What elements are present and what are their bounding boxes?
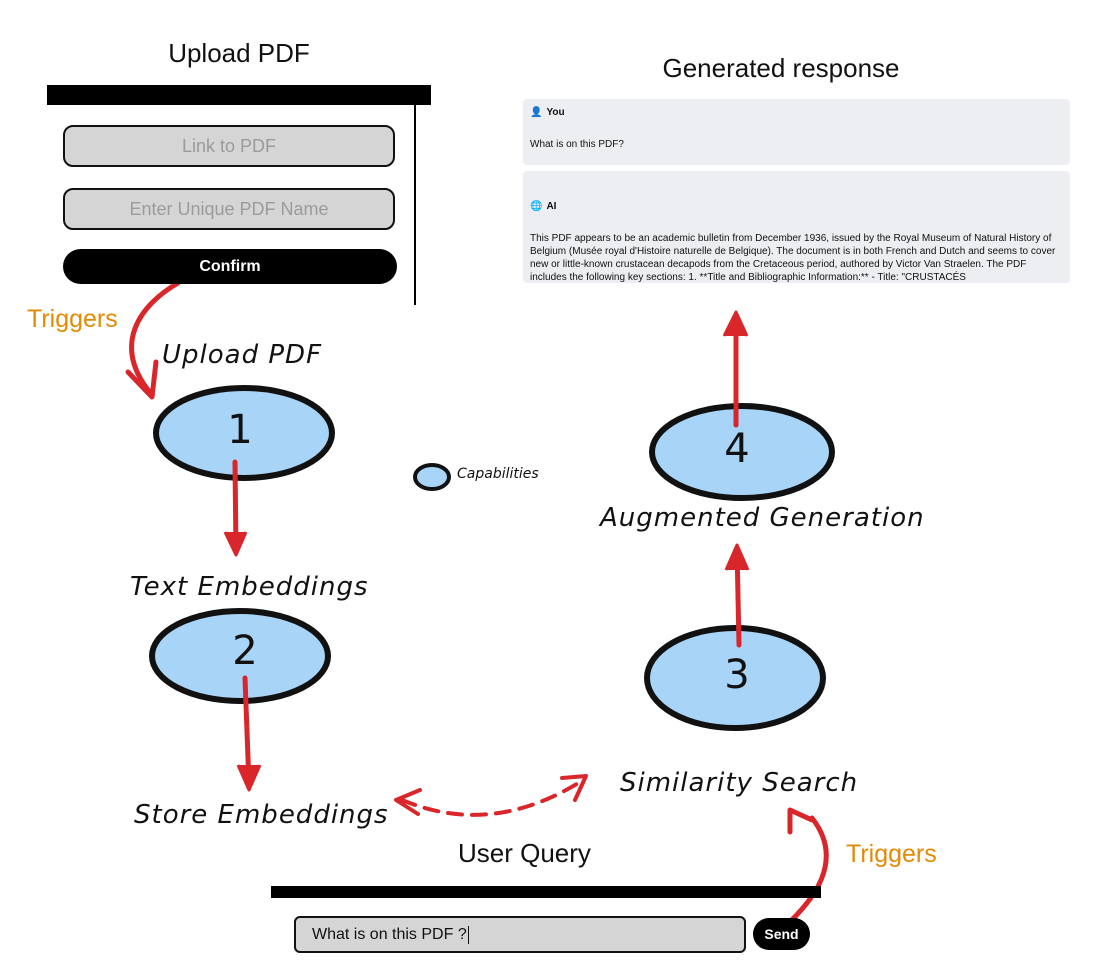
ai-message-text: This PDF appears to be an academic bulle… xyxy=(530,233,1056,283)
step2-number: 2 xyxy=(232,628,258,674)
arrowhead-dashed-left xyxy=(394,788,422,816)
query-input[interactable]: What is on this PDF ? xyxy=(294,916,746,953)
arrowhead-step1-to-step2 xyxy=(223,531,248,557)
step1-number: 1 xyxy=(227,407,253,453)
user-message-box: 👤 You What is on this PDF? xyxy=(523,99,1070,165)
step2-label: Text Embeddings xyxy=(130,572,369,602)
upload-panel-title: Upload PDF xyxy=(168,38,310,68)
user-role-row: 👤 You xyxy=(530,107,1063,118)
step4-number: 4 xyxy=(724,426,750,472)
ai-role-row: 🌐 AI xyxy=(530,201,1063,212)
arrow-send-to-search xyxy=(778,815,829,933)
send-button[interactable]: Send xyxy=(753,918,810,950)
pdf-link-input[interactable]: Link to PDF xyxy=(63,125,395,167)
arrowhead-dashed-right xyxy=(560,774,588,802)
ai-message-box: 🌐 AI This PDF appears to be an academic … xyxy=(523,171,1070,283)
ai-globe-icon: 🌐 xyxy=(530,201,543,212)
confirm-button[interactable]: Confirm xyxy=(63,249,397,284)
arrowhead-step4-to-response xyxy=(722,310,749,337)
triggers-label-left: Triggers xyxy=(27,305,118,333)
step4-label: Augmented Generation xyxy=(600,503,925,533)
pdf-name-input[interactable]: Enter Unique PDF Name xyxy=(63,188,395,230)
legend-ellipse xyxy=(413,463,451,491)
step1-ellipse xyxy=(153,385,335,481)
step1-label: Upload PDF xyxy=(162,340,323,370)
arrow-confirm-to-step1 xyxy=(129,280,181,398)
step3-label: Similarity Search xyxy=(620,768,859,798)
upload-panel-divider xyxy=(414,105,416,305)
step4-ellipse xyxy=(649,403,835,501)
triggers-label-right: Triggers xyxy=(846,840,937,868)
step3-number: 3 xyxy=(724,652,750,698)
store-embeddings-label: Store Embeddings xyxy=(134,800,389,830)
ai-role-label: AI xyxy=(546,201,557,212)
arrowhead-step2-to-store xyxy=(236,764,262,792)
user-role-label: You xyxy=(546,107,565,118)
query-panel-title: User Query xyxy=(458,838,591,868)
upload-panel-header-bar xyxy=(47,85,431,105)
legend-label: Capabilities xyxy=(457,466,539,482)
chat-panel-title: Generated response xyxy=(662,53,900,83)
user-message-text: What is on this PDF? xyxy=(530,139,624,150)
text-cursor xyxy=(467,925,469,944)
arrowhead-step3-to-step4 xyxy=(724,543,750,571)
arrow-store-to-search-dashed xyxy=(400,780,582,817)
query-panel-header-bar xyxy=(271,886,821,898)
arrowhead-send-to-search xyxy=(787,807,815,835)
step2-ellipse xyxy=(149,608,331,704)
query-input-value: What is on this PDF ? xyxy=(312,925,467,943)
step3-ellipse xyxy=(644,625,826,731)
arrowhead-confirm-to-step1 xyxy=(125,359,159,400)
user-icon: 👤 xyxy=(530,107,543,118)
